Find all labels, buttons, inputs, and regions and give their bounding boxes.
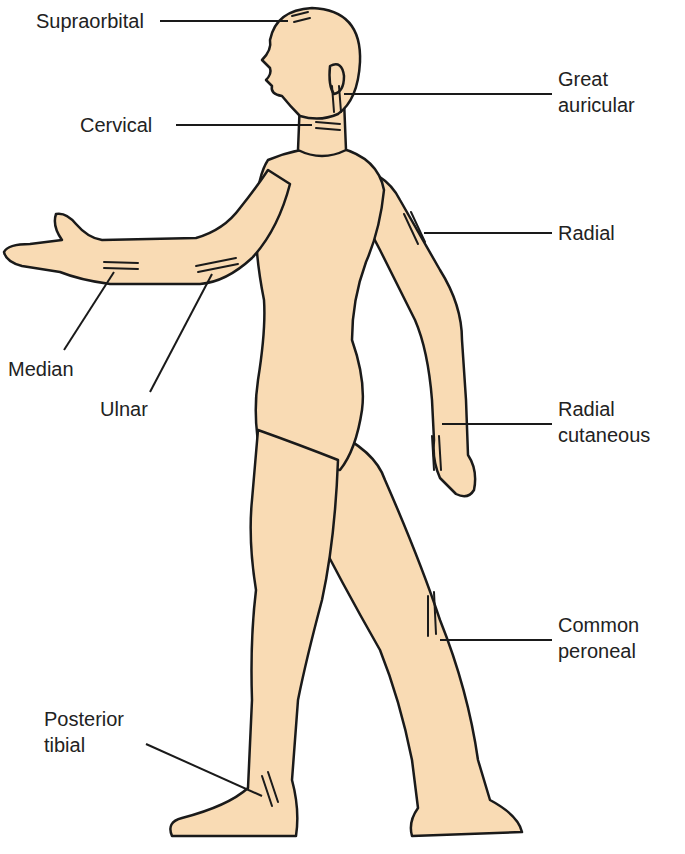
site-label: Cervical (80, 112, 152, 138)
leader-line (150, 274, 212, 392)
leader-line (64, 272, 114, 350)
site-label: Great auricular (558, 66, 670, 118)
leader-line (442, 423, 552, 425)
leader-line (440, 639, 552, 641)
front-arm (4, 170, 290, 284)
ulnar-mark (196, 258, 238, 272)
leader-line (146, 744, 262, 796)
leader-line (344, 93, 552, 95)
site-label: Radial cutaneous (558, 396, 670, 448)
front-leg (170, 430, 338, 836)
stimulation-marks (104, 12, 441, 806)
supraorbital-mark (292, 12, 310, 22)
head (262, 8, 360, 119)
site-label: Median (8, 356, 74, 382)
great-auricular-mark (332, 86, 341, 112)
leader-line (176, 124, 312, 126)
back-leg (310, 430, 522, 836)
common-peroneal-mark (428, 592, 436, 636)
radial-cutaneous-mark (432, 436, 441, 470)
leader-lines (64, 21, 552, 796)
radial-mark (404, 212, 425, 244)
posterior-tibial-mark (262, 772, 278, 806)
site-label: Radial (558, 220, 615, 246)
site-label: Ulnar (100, 396, 148, 422)
site-label: Supraorbital (36, 8, 144, 34)
cervical-mark (316, 122, 340, 130)
body-outline (4, 8, 522, 836)
median-mark (104, 262, 138, 269)
leader-line (160, 20, 288, 22)
site-label: Common peroneal (558, 612, 670, 664)
site-label: Posterior tibial (44, 706, 144, 758)
leader-line (424, 232, 552, 234)
